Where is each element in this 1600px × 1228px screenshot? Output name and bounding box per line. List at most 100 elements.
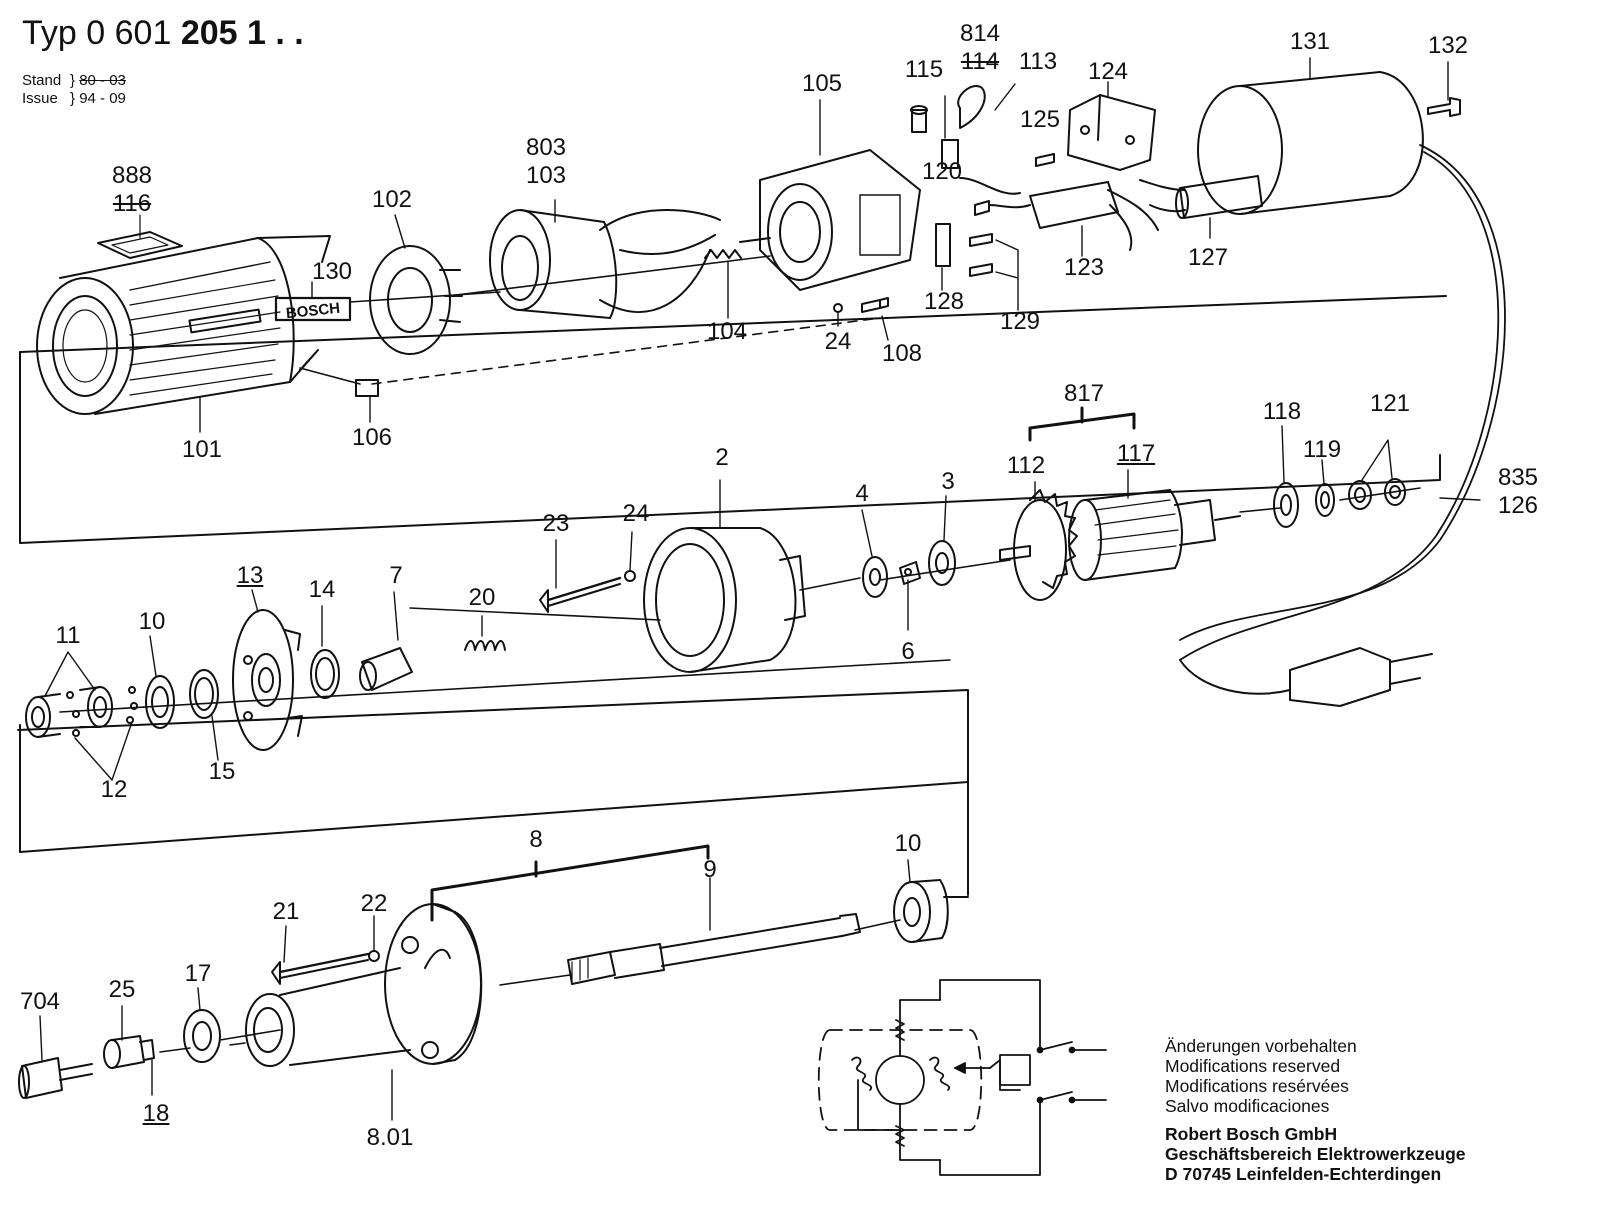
part-label-124: 124 (1087, 58, 1129, 85)
bearings-118-121-drawing (1273, 425, 1406, 528)
part-label-9: 9 (703, 856, 717, 883)
tool-parts-drawing (18, 987, 221, 1099)
company-address: D 70745 Leinfelden-Echterdingen (1165, 1164, 1442, 1184)
part-label-3: 3 (941, 468, 955, 495)
housing-2-drawing (643, 479, 806, 673)
part-label-14: 14 (308, 576, 336, 603)
part-label-129: 129 (999, 308, 1041, 335)
part-label-113: 113 (1018, 48, 1058, 75)
part-label-104: 104 (706, 318, 748, 345)
cable-126-drawing (1179, 144, 1506, 707)
part-label-10-upper: 10 (138, 608, 166, 635)
spindle-housing-801-drawing (245, 903, 483, 1121)
modification-notes: Änderungen vorbehalten Modifications res… (1165, 1036, 1357, 1116)
shaft-9-drawing (567, 877, 861, 985)
type-title: Typ 0 601 205 1 . . (22, 14, 304, 53)
screw-108-drawing (833, 297, 889, 341)
part-label-127: 127 (1187, 244, 1229, 271)
part-label-103: 103 (525, 162, 567, 189)
bracket-8 (430, 844, 710, 922)
type-label: Typ (22, 14, 77, 52)
block-124-drawing (1035, 81, 1156, 171)
part-label-115: 115 (904, 56, 944, 83)
part-label-105: 105 (801, 70, 843, 97)
armature-117-drawing (999, 469, 1241, 601)
part-label-11: 11 (55, 622, 81, 649)
spring-20-drawing (310, 591, 506, 699)
assembly-lines (17, 295, 1447, 898)
part-label-13: 13 (236, 562, 264, 589)
note-line: Modifications resérvées (1165, 1076, 1349, 1096)
collets-11-12-drawing (25, 651, 138, 781)
part-label-108: 108 (881, 340, 923, 367)
part-label-128: 128 (923, 288, 965, 315)
bearings-3-6-drawing (861, 495, 956, 631)
screw-23-drawing (539, 531, 636, 613)
part-label-888: 888 (111, 162, 153, 189)
part-label-817: 817 (1063, 380, 1105, 407)
part-label-814: 814 (959, 20, 1001, 47)
model-number-plain: 0 601 (86, 14, 172, 52)
field-103-drawing (489, 199, 721, 319)
company-name: Robert Bosch GmbH (1165, 1124, 1338, 1144)
ring-102-drawing (369, 214, 463, 355)
part-label-125: 125 (1019, 106, 1061, 133)
part-label-8-01: 8.01 (366, 1124, 414, 1151)
rings-10-15-drawing (145, 635, 219, 761)
part-label-132: 132 (1427, 32, 1469, 59)
stand-label: Stand (22, 72, 62, 89)
part-label-112: 112 (1006, 452, 1046, 479)
part-label-12: 12 (100, 776, 128, 803)
part-label-119: 119 (1302, 436, 1342, 463)
part-label-17: 17 (184, 960, 212, 987)
issue-label: Issue (22, 90, 58, 107)
terminal-128-drawing (935, 223, 1019, 311)
part-label-24-upper: 24 (824, 328, 852, 355)
part-label-7: 7 (389, 562, 403, 589)
leader-lines (59, 255, 1421, 1053)
part-label-116: 116 (112, 190, 152, 217)
part-label-4: 4 (855, 480, 869, 507)
revision-block: Stand} 80 - 03 Issue} 94 - 09 (22, 72, 126, 107)
part-label-803: 803 (525, 134, 567, 161)
spring-104-drawing (704, 249, 742, 319)
brush-holder-105-drawing (739, 99, 921, 291)
part-label-117: 117 (1116, 440, 1156, 467)
company-division: Geschäftsbereich Elektrowerkzeuge (1165, 1144, 1466, 1164)
flange-13-drawing (232, 589, 303, 751)
part-label-10-lower: 10 (894, 830, 922, 857)
note-line: Modifications reserved (1165, 1056, 1341, 1076)
company-block: Robert Bosch GmbH Geschäftsbereich Elekt… (1165, 1124, 1466, 1184)
part-label-118: 118 (1262, 398, 1302, 425)
capacitor-123-drawing (989, 181, 1159, 257)
bracket-817 (1028, 406, 1136, 442)
part-label-20: 20 (468, 584, 496, 611)
part-label-24-lower: 24 (622, 500, 650, 527)
model-number-bold: 205 1 . . (180, 14, 304, 52)
part-label-835: 835 (1497, 464, 1539, 491)
part-label-130: 130 (311, 258, 353, 285)
part-label-25: 25 (108, 976, 136, 1003)
plate-888-drawing (97, 214, 183, 259)
part-label-102: 102 (371, 186, 413, 213)
note-line: Änderungen vorbehalten (1165, 1036, 1357, 1056)
part-label-21: 21 (272, 898, 300, 925)
bearing-10-lower-drawing (893, 859, 949, 943)
part-label-106: 106 (351, 424, 393, 451)
circuit-schematic (817, 979, 1107, 1176)
part-label-114: 114 (960, 48, 1000, 75)
part-label-8: 8 (529, 826, 543, 853)
part-label-120: 120 (921, 158, 963, 185)
part-label-126: 126 (1497, 492, 1539, 519)
part-label-6: 6 (901, 638, 915, 665)
part-label-123: 123 (1063, 254, 1105, 281)
part-label-101: 101 (181, 436, 223, 463)
part-label-121: 121 (1369, 390, 1411, 417)
clip-106-drawing (355, 379, 379, 423)
switch-parts-drawing (910, 83, 1021, 216)
part-label-23: 23 (542, 510, 570, 537)
part-label-2: 2 (715, 444, 729, 471)
bosch-plate-130-drawing (274, 281, 352, 322)
